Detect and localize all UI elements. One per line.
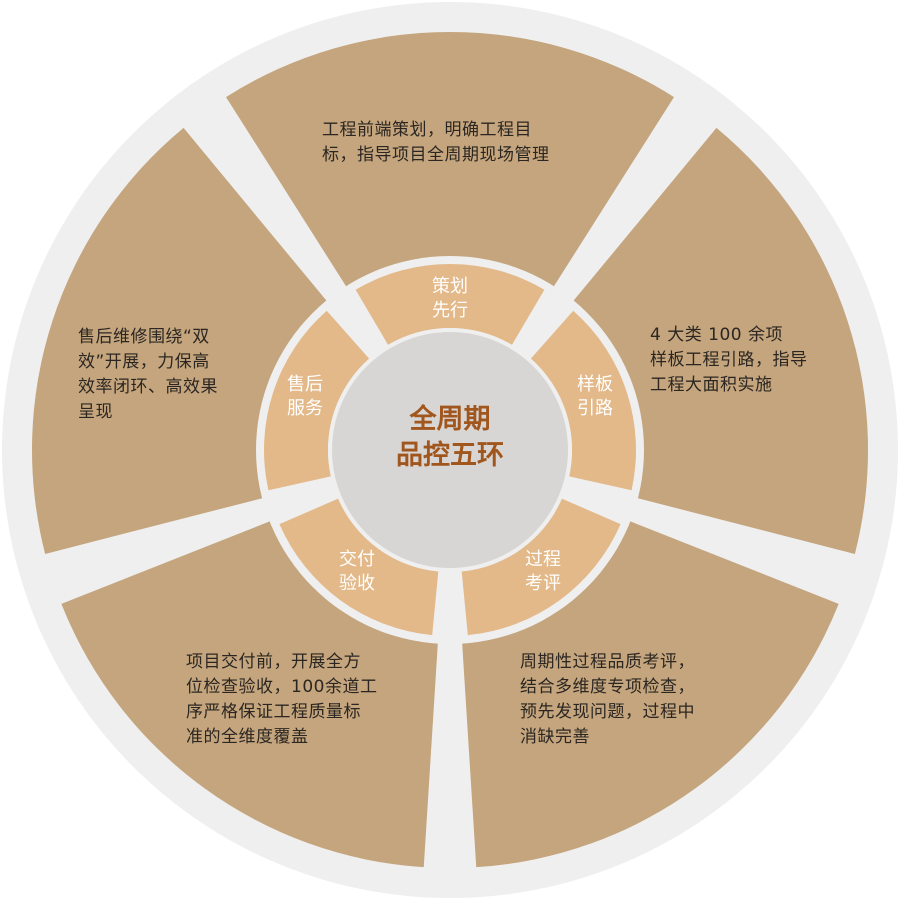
label-service-line-2: 服务 [287,398,323,419]
outer-segment-review [462,520,839,868]
desc-service-line-1: 售后维修围绕“双 [78,327,210,347]
desc-delivery-line-1: 项目交付前，开展全方 [186,652,361,672]
desc-review-line-4: 消缺完善 [520,727,590,747]
desc-sample-line-1: 4 大类 100 余项 [650,325,783,345]
inner-segments [263,264,637,636]
desc-sample-line-2: 样板工程引路，指导 [650,350,808,370]
label-plan-line-1: 策划 [432,276,468,297]
inner-segment-plan [355,264,545,345]
label-delivery: 交付 验收 [339,548,375,596]
desc-sample: 4 大类 100 余项 样板工程引路，指导 工程大面积实施 [650,323,808,398]
label-plan: 策划 先行 [432,275,468,323]
label-review-line-2: 考评 [525,573,561,594]
desc-delivery-line-2: 位检查验收，100余道工 [186,677,378,697]
desc-plan-line-1: 工程前端策划，明确工程目 [322,120,532,140]
desc-delivery-line-3: 序严格保证工程质量标 [186,702,361,722]
outer-segment-sample [572,127,868,554]
center-title: 全周期 品控五环 [396,402,504,474]
desc-delivery: 项目交付前，开展全方 位检查验收，100余道工 序严格保证工程质量标 准的全维度… [186,650,377,750]
label-plan-line-2: 先行 [432,300,468,321]
desc-review: 周期性过程品质考评， 结合多维度专项检查， 预先发现问题，过程中 消缺完善 [520,650,695,750]
desc-review-line-1: 周期性过程品质考评， [520,652,695,672]
inner-segment-sample [530,310,637,491]
label-sample-line-2: 引路 [577,398,613,419]
desc-delivery-line-4: 准的全维度覆盖 [186,727,309,747]
label-service: 售后 服务 [287,373,323,421]
label-review-line-1: 过程 [525,549,561,570]
label-delivery-line-1: 交付 [339,549,375,570]
desc-service: 售后维修围绕“双 效”开展，力保高 效率闭环、高效果 呈现 [78,325,218,425]
desc-service-line-4: 呈现 [78,402,113,422]
desc-service-line-3: 效率闭环、高效果 [78,377,218,397]
desc-plan-line-2: 标，指导项目全周期现场管理 [322,145,550,165]
desc-service-line-2: 效”开展，力保高 [78,352,210,372]
desc-review-line-3: 预先发现问题，过程中 [520,702,695,722]
label-service-line-1: 售后 [287,374,323,395]
center-title-line-1: 全周期 [409,404,491,435]
label-sample-line-1: 样板 [577,374,613,395]
desc-plan: 工程前端策划，明确工程目 标，指导项目全周期现场管理 [322,118,550,168]
inner-segment-delivery [279,498,439,636]
label-sample: 样板 引路 [577,373,613,421]
outer-segment-plan [226,31,674,288]
outer-segment-delivery [61,520,438,868]
center-hub [332,332,568,568]
label-delivery-line-2: 验收 [339,573,375,594]
desc-sample-line-3: 工程大面积实施 [650,375,773,395]
outer-segments [32,31,868,868]
inner-segment-service [263,310,370,491]
inner-segment-review [461,498,621,636]
center-title-line-2: 品控五环 [396,440,504,471]
label-review: 过程 考评 [525,548,561,596]
outer-segment-service [32,127,328,554]
desc-review-line-2: 结合多维度专项检查， [520,677,695,697]
